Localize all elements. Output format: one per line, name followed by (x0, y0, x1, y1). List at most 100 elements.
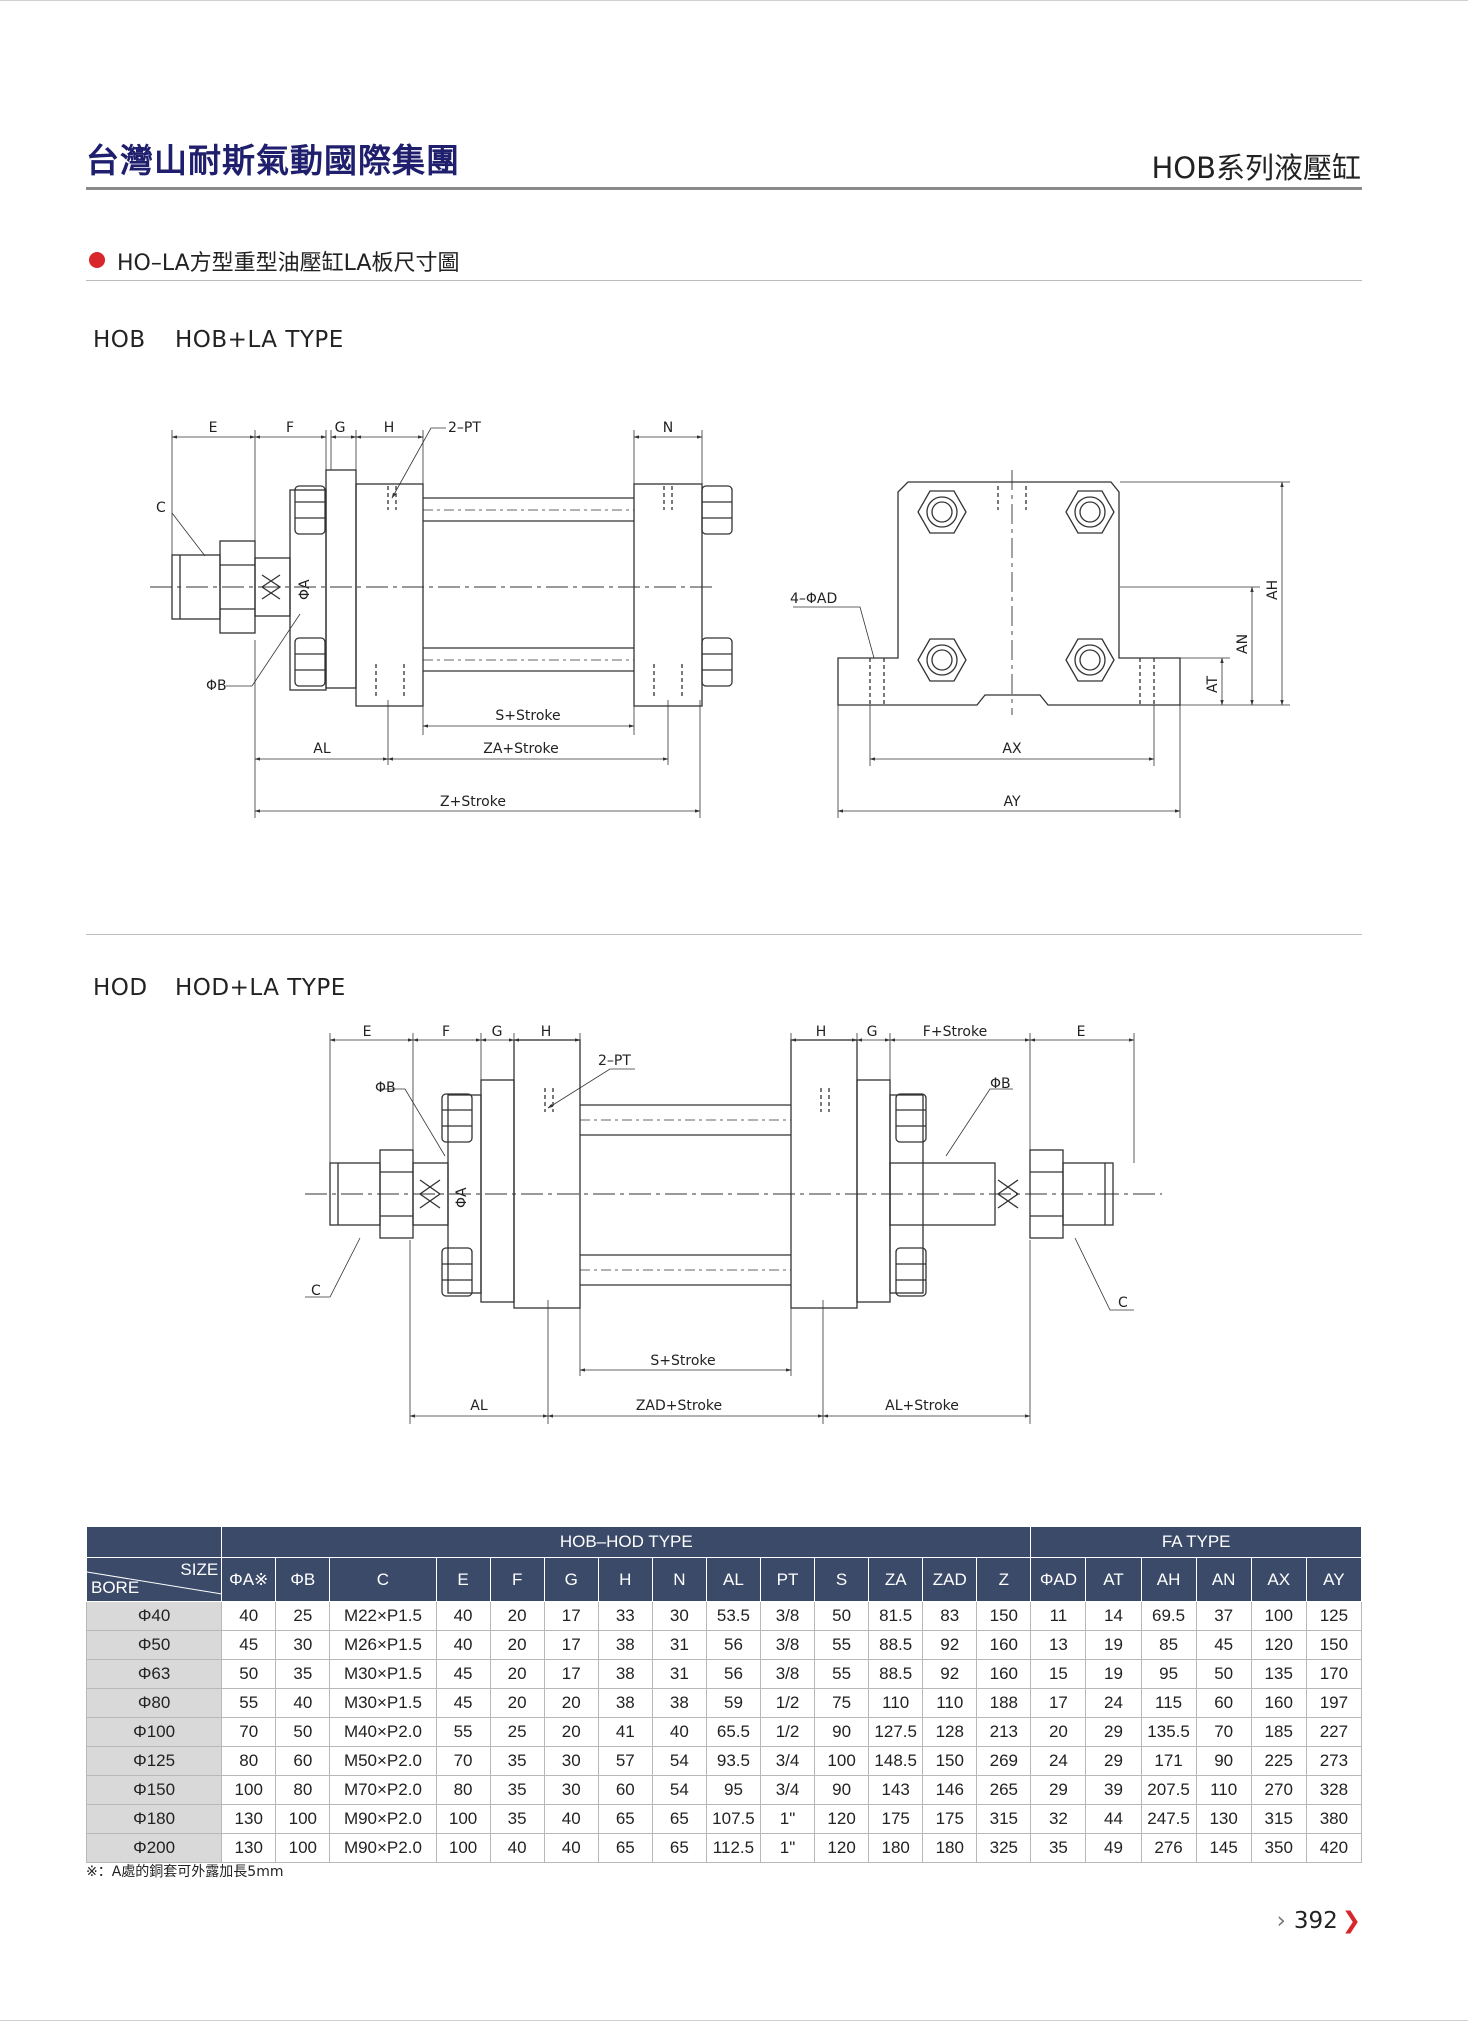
table-cell: 45 (221, 1630, 277, 1660)
table-cell: 180 (868, 1833, 924, 1863)
hod-label-g2: G (867, 1024, 878, 1040)
table-cell: 380 (1305, 1804, 1363, 1834)
table-cell: 55 (814, 1630, 870, 1660)
table-cell: 150 (976, 1601, 1032, 1631)
hod-label-c: C (311, 1283, 321, 1299)
table-cell: M40×P2.0 (329, 1717, 437, 1747)
column-header: G (543, 1557, 599, 1602)
table-cell: 55 (435, 1717, 491, 1747)
hod-label-s: S+Stroke (650, 1353, 715, 1369)
table-cell: 38 (597, 1688, 653, 1718)
table-cell: 273 (1305, 1746, 1363, 1776)
table-cell: 35 (275, 1659, 331, 1689)
hob-label-n: N (663, 420, 673, 436)
bore-cell: Φ150 (85, 1775, 223, 1805)
corner-bore-label: BORE (91, 1578, 140, 1597)
hob-label-at: AT (1205, 676, 1221, 693)
table-cell: 40 (651, 1717, 707, 1747)
table-cell: 247.5 (1140, 1804, 1197, 1834)
table-cell: 25 (275, 1601, 331, 1631)
table-cell: 100 (1250, 1601, 1307, 1631)
column-header: H (597, 1557, 653, 1602)
column-header: ZAD (922, 1557, 978, 1602)
table-cell: 75 (814, 1688, 870, 1718)
table-cell: 135.5 (1140, 1717, 1197, 1747)
chevron-left-icon: › (1276, 1908, 1286, 1934)
corner-diagonal (87, 1571, 222, 1595)
hod-label-pt: 2–PT (598, 1053, 631, 1069)
table-cell: 197 (1305, 1688, 1363, 1718)
table-cell: 100 (275, 1833, 331, 1863)
table-cell: 265 (976, 1775, 1032, 1805)
hob-label-ah: AH (1265, 580, 1281, 600)
company-name: 台灣山耐斯氣動國際集團 (86, 141, 460, 180)
column-header: PT (759, 1557, 816, 1602)
column-header: ΦAD (1030, 1557, 1087, 1602)
table-cell: 45 (435, 1659, 491, 1689)
hob-label-phib: ΦB (206, 678, 227, 694)
table-cell: 1" (759, 1804, 816, 1834)
table-cell: 148.5 (868, 1746, 924, 1776)
column-header: AX (1250, 1557, 1307, 1602)
table-cell: 110 (1195, 1775, 1252, 1805)
table-cell: 19 (1085, 1630, 1142, 1660)
table-cell: 315 (1250, 1804, 1307, 1834)
table-cell: 14 (1085, 1601, 1142, 1631)
table-cell: 110 (868, 1688, 924, 1718)
hob-label-e: E (209, 420, 218, 436)
table-cell: 30 (651, 1601, 707, 1631)
section-rule (86, 280, 1362, 281)
table-cell: 160 (976, 1630, 1032, 1660)
column-header: N (651, 1557, 707, 1602)
table-cell: 276 (1140, 1833, 1197, 1863)
table-cell: 20 (489, 1659, 545, 1689)
table-cell: M50×P2.0 (329, 1746, 437, 1776)
series-title: HOB系列液壓缸 (1151, 151, 1361, 185)
table-cell: 65 (597, 1804, 653, 1834)
table-cell: 38 (597, 1659, 653, 1689)
hob-label-f: F (286, 420, 294, 436)
column-header: C (329, 1557, 437, 1602)
bore-cell: Φ125 (85, 1746, 223, 1776)
table-cell: 56 (705, 1659, 761, 1689)
table-cell: 49 (1085, 1833, 1142, 1863)
table-cell: 100 (435, 1833, 491, 1863)
table-cell: 130 (1195, 1804, 1252, 1834)
table-cell: 38 (597, 1630, 653, 1660)
table-cell: 40 (435, 1601, 491, 1631)
table-cell: 160 (1250, 1688, 1307, 1718)
hod-side-view (305, 1033, 1162, 1424)
table-cell: 315 (976, 1804, 1032, 1834)
page-border-top (0, 0, 1468, 1)
table-cell: 90 (1195, 1746, 1252, 1776)
table-cell: 227 (1305, 1717, 1363, 1747)
size-bore-corner: SIZE BORE (85, 1557, 223, 1602)
table-cell: 207.5 (1140, 1775, 1197, 1805)
table-cell: 60 (597, 1775, 653, 1805)
table-cell: 325 (976, 1833, 1032, 1863)
table-cell: 150 (1305, 1630, 1363, 1660)
table-cell: 13 (1030, 1630, 1087, 1660)
table-cell: 30 (275, 1630, 331, 1660)
table-cell: 120 (1250, 1630, 1307, 1660)
section-divider (86, 934, 1362, 935)
table-cell: 53.5 (705, 1601, 761, 1631)
table-cell: M70×P2.0 (329, 1775, 437, 1805)
column-header: ZA (868, 1557, 924, 1602)
hod-label-f: F (442, 1024, 450, 1040)
hod-label-fs: F+Stroke (923, 1024, 987, 1040)
table-cell: 32 (1030, 1804, 1087, 1834)
table-cell: 127.5 (868, 1717, 924, 1747)
table-cell: 130 (221, 1833, 277, 1863)
table-cell: 15 (1030, 1659, 1087, 1689)
hod-label-zad: ZAD+Stroke (636, 1398, 722, 1414)
table-cell: 175 (868, 1804, 924, 1834)
hod-label-al: AL (470, 1398, 488, 1414)
table-cell: 120 (814, 1833, 870, 1863)
table-cell: 92 (922, 1630, 978, 1660)
table-cell: 54 (651, 1746, 707, 1776)
hob-label-al: AL (313, 741, 331, 757)
